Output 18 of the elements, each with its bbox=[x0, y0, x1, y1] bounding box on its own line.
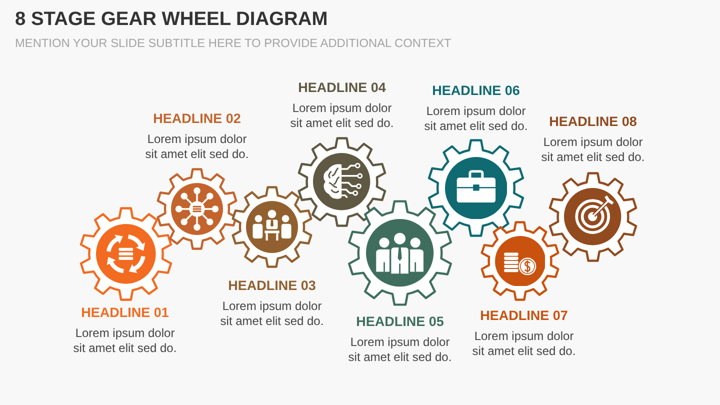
stage-description: Lorem ipsum dolor sit amet elit sed do. bbox=[289, 101, 395, 131]
stage-description: Lorem ipsum dolor sit amet elit sed do. bbox=[471, 329, 577, 359]
title: 8 STAGE GEAR WHEEL DIAGRAM bbox=[15, 9, 328, 32]
stage-description: Lorem ipsum dolor sit amet elit sed do. bbox=[540, 135, 646, 165]
stage-headline: HEADLINE 01 bbox=[81, 305, 169, 321]
stage-headline: HEADLINE 06 bbox=[432, 83, 520, 99]
stage-headline: HEADLINE 04 bbox=[298, 80, 386, 96]
stage-headline: HEADLINE 02 bbox=[153, 111, 241, 127]
stage-headline: HEADLINE 07 bbox=[480, 308, 568, 324]
stage-description: Lorem ipsum dolor sit amet elit sed do. bbox=[423, 104, 529, 134]
subtitle: MENTION YOUR SLIDE SUBTITLE HERE TO PROVIDE ADDITIONAL CONTEXT bbox=[15, 36, 452, 50]
stage-description: Lorem ipsum dolor sit amet elit sed do. bbox=[347, 335, 453, 365]
stage-description: Lorem ipsum dolor sit amet elit sed do. bbox=[144, 132, 250, 162]
stage-headline: HEADLINE 08 bbox=[549, 114, 637, 130]
stage-description: Lorem ipsum dolor sit amet elit sed do. bbox=[219, 299, 325, 329]
stage-headline: HEADLINE 05 bbox=[356, 314, 444, 330]
stage-headline: HEADLINE 03 bbox=[228, 278, 316, 294]
stage-description: Lorem ipsum dolor sit amet elit sed do. bbox=[72, 326, 178, 356]
